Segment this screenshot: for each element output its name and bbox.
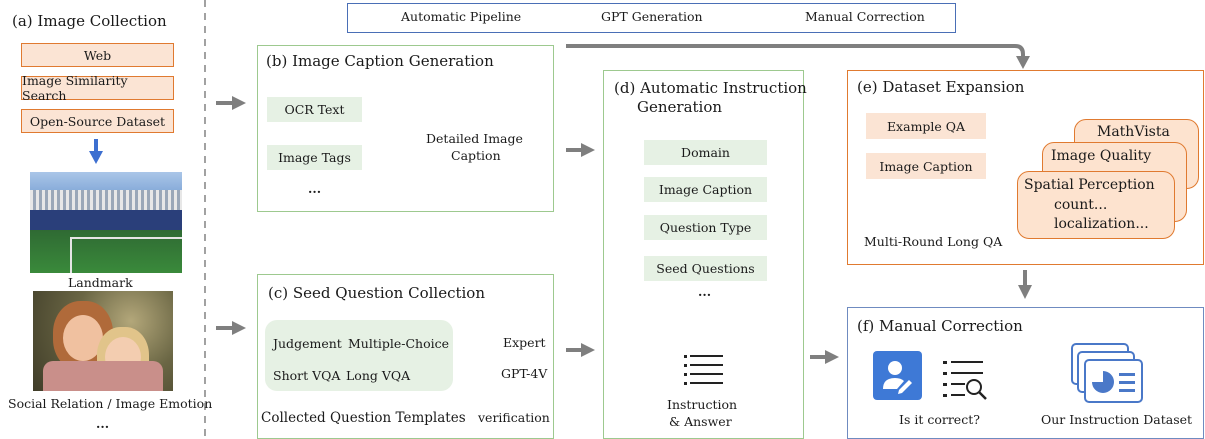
panel-a-title: (a) Image Collection (12, 12, 167, 30)
question-types-group (265, 320, 453, 391)
source-similarity-search: Image Similarity Search (21, 73, 174, 103)
type-short-vqa: Short VQA (273, 368, 341, 383)
detailed-caption-line1: Detailed Image (426, 131, 523, 146)
legend (347, 3, 956, 33)
arrow-c-to-d (566, 343, 595, 357)
user-edit-icon (873, 351, 922, 400)
arrow-b-to-e (566, 44, 1030, 69)
arrow-sources-to-images (89, 139, 103, 164)
collected-templates-label: Collected Question Templates (261, 410, 466, 426)
panel-b-more: ... (308, 181, 322, 196)
type-judgement: Judgement (273, 336, 342, 351)
input-example-qa: Example QA (866, 113, 986, 139)
landmark-image (30, 172, 182, 273)
input-question-type: Question Type (644, 215, 767, 240)
panel-d-title-line2: Generation (637, 98, 723, 116)
panel-a-more: ... (96, 416, 110, 431)
instruction-label-line1: Instruction (667, 397, 738, 412)
input-seed-questions: Seed Questions (644, 256, 767, 281)
panel-b-title: (b) Image Caption Generation (266, 52, 494, 70)
our-dataset-label: Our Instruction Dataset (1041, 412, 1193, 427)
instruction-label-line2: & Answer (669, 414, 732, 429)
arrow-a-to-c (216, 321, 246, 335)
input-image-caption: Image Caption (644, 177, 767, 202)
card-spatial-perception: Spatial Perception count... localization… (1017, 171, 1175, 239)
input-domain: Domain (644, 140, 767, 165)
arrow-d-to-f (810, 350, 839, 364)
panel-e-title: (e) Dataset Expansion (857, 78, 1025, 96)
panel-d (603, 70, 804, 439)
gpt4v-label: GPT-4V (501, 366, 548, 381)
social-relation-label: Social Relation / Image Emotion (8, 396, 213, 411)
tag-image-tags: Image Tags (267, 145, 362, 170)
type-multiple-choice: Multiple-Choice (348, 336, 450, 351)
input-image-caption-e: Image Caption (866, 153, 986, 179)
is-it-correct-label: Is it correct? (899, 412, 980, 427)
detailed-caption-line2: Caption (451, 148, 501, 163)
arrow-b-to-d (566, 143, 595, 157)
legend-automatic-label: Automatic Pipeline (401, 9, 522, 24)
source-web: Web (21, 43, 174, 67)
type-long-vqa: Long VQA (346, 368, 411, 383)
panel-c-title: (c) Seed Question Collection (268, 284, 485, 302)
source-open-source: Open-Source Dataset (21, 109, 174, 133)
social-relation-image (33, 291, 173, 391)
panel-d-title-line1: (d) Automatic Instruction (614, 79, 807, 97)
panel-f-title: (f) Manual Correction (857, 317, 1023, 335)
panel-d-more: ... (698, 284, 712, 299)
expert-label: Expert (503, 335, 546, 350)
legend-manual-label: Manual Correction (805, 9, 925, 24)
arrow-e-to-f (1018, 270, 1032, 299)
panel-b (257, 45, 554, 212)
multi-round-qa-label: Multi-Round Long QA (864, 234, 1003, 249)
verification-label: verification (478, 410, 550, 425)
arrow-a-to-b (216, 96, 246, 110)
landmark-label: Landmark (68, 275, 133, 290)
tag-ocr-text: OCR Text (267, 97, 362, 122)
legend-gpt-label: GPT Generation (601, 9, 703, 24)
